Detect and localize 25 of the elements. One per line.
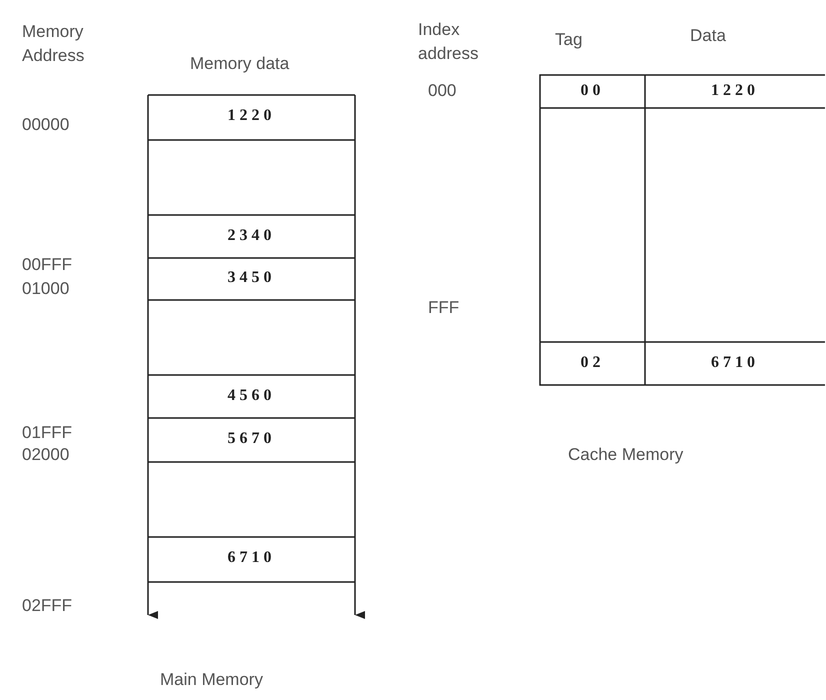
column-header: Data (690, 25, 726, 47)
cell-value: 5670 (226, 429, 276, 449)
address-label: 01000 (22, 278, 70, 300)
cell-value: 6710 (226, 548, 276, 568)
column-header: Memory Address (22, 21, 86, 67)
address-label: FFF (428, 297, 460, 319)
address-label: 00000 (22, 114, 70, 136)
cell-value: 2340 (226, 226, 276, 246)
address-label: 01FFF (22, 422, 72, 444)
address-label: 02FFF (22, 595, 72, 617)
cell-value: 00 (580, 81, 606, 101)
cell-value: 1220 (226, 106, 276, 126)
cell-value: 1220 (710, 81, 760, 101)
table-caption: Cache Memory (568, 444, 684, 466)
column-header: Memory data (190, 53, 290, 75)
column-header: Index address (418, 19, 480, 65)
cell-value: 4560 (226, 386, 276, 406)
table-caption: Main Memory (160, 669, 263, 691)
cell-value: 6710 (710, 353, 760, 373)
address-label: 00FFF (22, 254, 72, 276)
cell-value: 3450 (226, 268, 276, 288)
cell-value: 02 (580, 353, 606, 373)
address-label: 000 (428, 80, 456, 102)
column-header: Tag (555, 29, 582, 51)
address-label: 02000 (22, 444, 70, 466)
